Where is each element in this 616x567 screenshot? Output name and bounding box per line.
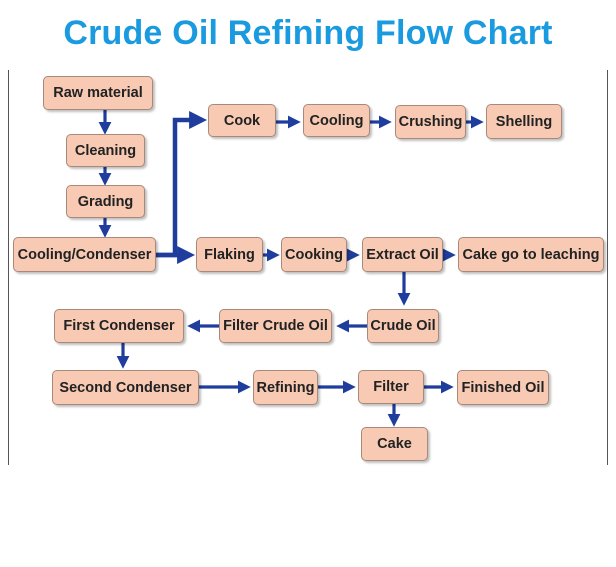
node-cleaning: Cleaning bbox=[66, 134, 145, 167]
node-extract-oil: Extract Oil bbox=[362, 237, 443, 272]
node-shelling: Shelling bbox=[486, 104, 562, 139]
node-second-condenser: Second Condenser bbox=[52, 370, 199, 405]
node-cake: Cake bbox=[361, 427, 428, 461]
page-title: Crude Oil Refining Flow Chart bbox=[63, 14, 553, 52]
node-cooling-condenser: Cooling/Condenser bbox=[13, 237, 156, 272]
left-border-line bbox=[8, 70, 9, 465]
node-filter: Filter bbox=[358, 370, 424, 404]
node-raw-material: Raw material bbox=[43, 76, 153, 110]
right-border-line bbox=[607, 70, 608, 465]
node-grading: Grading bbox=[66, 185, 145, 218]
node-cook: Cook bbox=[208, 104, 276, 137]
node-cake-go-to-leaching: Cake go to leaching bbox=[458, 237, 604, 272]
node-flaking: Flaking bbox=[196, 237, 263, 272]
node-filter-crude-oil: Filter Crude Oil bbox=[219, 309, 332, 343]
node-first-condenser: First Condenser bbox=[54, 309, 184, 343]
node-refining: Refining bbox=[253, 370, 318, 405]
node-crushing: Crushing bbox=[395, 105, 466, 139]
node-cooling: Cooling bbox=[303, 104, 370, 137]
node-finished-oil: Finished Oil bbox=[457, 370, 549, 405]
node-crude-oil: Crude Oil bbox=[367, 309, 439, 343]
arrow-condenser-to-cook bbox=[156, 111, 208, 258]
node-cooking: Cooking bbox=[281, 237, 347, 272]
